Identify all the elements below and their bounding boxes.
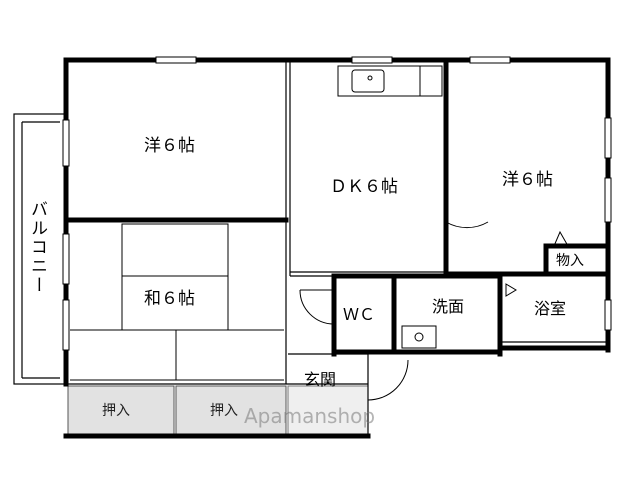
room-label-western-2: 洋６帖 [502,170,553,190]
watermark: Apamanshop [244,404,376,428]
room-label-entrance: 玄関 [304,370,337,389]
door-swings [299,180,569,401]
kitchen-counter [337,65,443,97]
room-label-closet-1: 押入 [102,403,130,419]
closet-strip [67,385,369,435]
room-label-closet-2: 押入 [210,403,238,419]
room-label-japanese: 和６帖 [144,289,195,309]
room-label-dining-kitchen: ＤＫ６帖 [330,177,398,197]
room-label-washroom: 洗面 [432,297,465,316]
room-label-western-1: 洋６帖 [144,136,195,156]
room-label-balcony: バルコニー [27,200,47,295]
windows [62,56,612,351]
room-label-bathroom: 浴室 [534,299,567,318]
room-label-wc: ＷＣ [343,305,376,324]
room-label-storage: 物入 [556,253,584,269]
tatami-mats [70,223,284,381]
